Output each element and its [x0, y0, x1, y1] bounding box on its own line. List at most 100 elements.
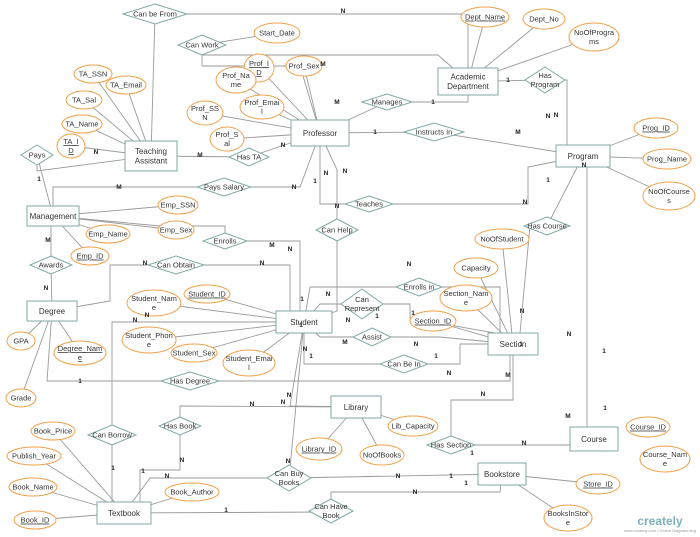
attribute-no-of-books[interactable]: NoOfBooks [359, 444, 405, 466]
relationship-can-obtain[interactable]: Can Obtain [146, 255, 206, 275]
attribute-course-id[interactable]: Course_ID [625, 416, 671, 438]
attribute-ta-sal[interactable]: TA_Sal [65, 90, 103, 110]
label-line: l [261, 107, 263, 116]
relationship-has-degree[interactable]: Has Degree [159, 371, 221, 391]
relationship-enrolls[interactable]: Enrolls [201, 232, 249, 250]
attribute-ellipse [253, 22, 301, 44]
relationship-manages[interactable]: Manages [360, 93, 414, 111]
entity-program[interactable]: Program [555, 144, 611, 168]
cardinality-label: N [335, 203, 340, 210]
attribute-store-id[interactable]: Store_ID [575, 473, 621, 495]
attribute-prof-ssn[interactable]: Prof_SSN [186, 100, 224, 126]
entity-textbook[interactable]: Textbook [96, 501, 152, 525]
relationship-teaches[interactable]: Teaches [343, 195, 395, 213]
relationship-has-book[interactable]: Has Book [157, 416, 203, 436]
attribute-ta-name[interactable]: TA_Name [61, 114, 103, 134]
attribute-section-name[interactable]: Section_Name [439, 284, 493, 312]
label-line: Degree [39, 307, 66, 316]
relationship-can-be-in[interactable]: Can Be In [378, 354, 430, 374]
label-line: l [248, 363, 250, 372]
attribute-prof-email[interactable]: Prof_Email [239, 94, 285, 120]
attribute-section-id[interactable]: Section_ID [409, 310, 457, 332]
attribute-book-author[interactable]: Book_Author [164, 482, 220, 502]
relationship-instructs-in[interactable]: Instructs In [402, 122, 466, 142]
label-line: NoOfStudent [480, 235, 524, 244]
attribute-book-price[interactable]: Book_Price [30, 421, 76, 441]
relationship-pays-salary[interactable]: Pays Salary [195, 177, 253, 197]
label-line: e [464, 298, 468, 307]
attribute-ellipse [359, 444, 405, 466]
attribute-student-email[interactable]: Student_Email [222, 349, 276, 377]
cardinality-label: N [396, 473, 401, 480]
attribute-dept-no[interactable]: Dept_No [522, 8, 566, 30]
entity-course[interactable]: Course [569, 426, 619, 452]
label-line: me [231, 80, 241, 89]
attribute-prog-name[interactable]: Prog_Name [642, 148, 692, 170]
relationship-assist[interactable]: Assist [351, 327, 393, 347]
entity-student[interactable]: Student [275, 310, 333, 334]
attribute-lib-capacity[interactable]: Lib_Capacity [387, 415, 439, 437]
entity-section[interactable]: Section [487, 332, 539, 356]
relationship-can-help[interactable]: Can Help [314, 218, 360, 242]
relationship-has-ta[interactable]: Has TA [227, 147, 271, 167]
attribute-student-name[interactable]: Student_Name [126, 289, 182, 317]
relationship-diamond [340, 288, 384, 320]
attribute-prof-sal[interactable]: Prof_Sal [209, 126, 245, 152]
entity-library[interactable]: Library [330, 395, 382, 419]
attribute-emp-name[interactable]: Emp_Name [85, 224, 131, 244]
relationship-has-section[interactable]: Has Section [425, 435, 477, 455]
attribute-no-of-student[interactable]: NoOfStudent [474, 228, 530, 250]
cardinality-label: N [133, 317, 138, 324]
relationship-can-borrow[interactable]: Can Borrow [86, 424, 138, 446]
label-line: Book_Name [12, 483, 53, 492]
attribute-prof-name[interactable]: Prof_Name [215, 66, 257, 94]
attribute-ta-ssn[interactable]: TA_SSN [73, 64, 113, 84]
attribute-gpa[interactable]: GPA [6, 331, 36, 351]
attribute-ta-email[interactable]: TA_Email [105, 75, 147, 95]
entity-degree[interactable]: Degree [26, 300, 78, 322]
relationship-pays[interactable]: Pays [20, 144, 54, 166]
entity-management[interactable]: Management [26, 205, 80, 227]
attribute-grade[interactable]: Grade [5, 388, 37, 408]
label-line: e [147, 340, 151, 349]
attribute-ta-id[interactable]: TA_ID [56, 133, 86, 159]
relationship-awards[interactable]: Awards [28, 255, 74, 275]
attribute-student-sex[interactable]: Student_Sex [170, 343, 218, 363]
attribute-book-name[interactable]: Book_Name [8, 477, 58, 497]
attribute-emp-sex[interactable]: Emp_Sex [157, 220, 195, 240]
entity-bookstore[interactable]: Bookstore [477, 462, 527, 486]
relationship-can-work[interactable]: Can Work [176, 34, 228, 56]
attribute-library-id[interactable]: Library_ID [295, 437, 343, 461]
attribute-course-name[interactable]: Course_Name [639, 445, 691, 473]
relationship-can-be-from[interactable]: Can be From [121, 3, 189, 25]
relationship-enrolls-in[interactable]: Enrolls in [394, 277, 444, 297]
attribute-dept-name[interactable]: Dept_Name [460, 6, 510, 28]
attribute-emp-ssn[interactable]: Emp_SSN [157, 195, 199, 215]
attribute-ellipse [633, 117, 679, 139]
label-line: Student_ID [188, 290, 226, 299]
relationship-diamond [28, 255, 74, 275]
connector-section-has-section [450, 344, 514, 445]
attribute-prog-id[interactable]: Prog_ID [633, 117, 679, 139]
attribute-degree-name[interactable]: Degree_Name [53, 340, 107, 366]
attribute-start-date[interactable]: Start_Date [253, 22, 301, 44]
attribute-publish-year[interactable]: Publish_Year [6, 446, 62, 466]
attribute-student-id[interactable]: Student_ID [183, 284, 231, 304]
attribute-emp-id[interactable]: Emp_ID [70, 246, 110, 266]
entity-professor[interactable]: Professor [290, 119, 350, 147]
relationship-has-course[interactable]: Has Course [522, 216, 572, 236]
attribute-prof-sex[interactable]: Prof_Sex [285, 55, 323, 77]
attribute-capacity[interactable]: Capacity [453, 257, 499, 279]
attribute-book-id[interactable]: Book_ID [13, 510, 57, 530]
